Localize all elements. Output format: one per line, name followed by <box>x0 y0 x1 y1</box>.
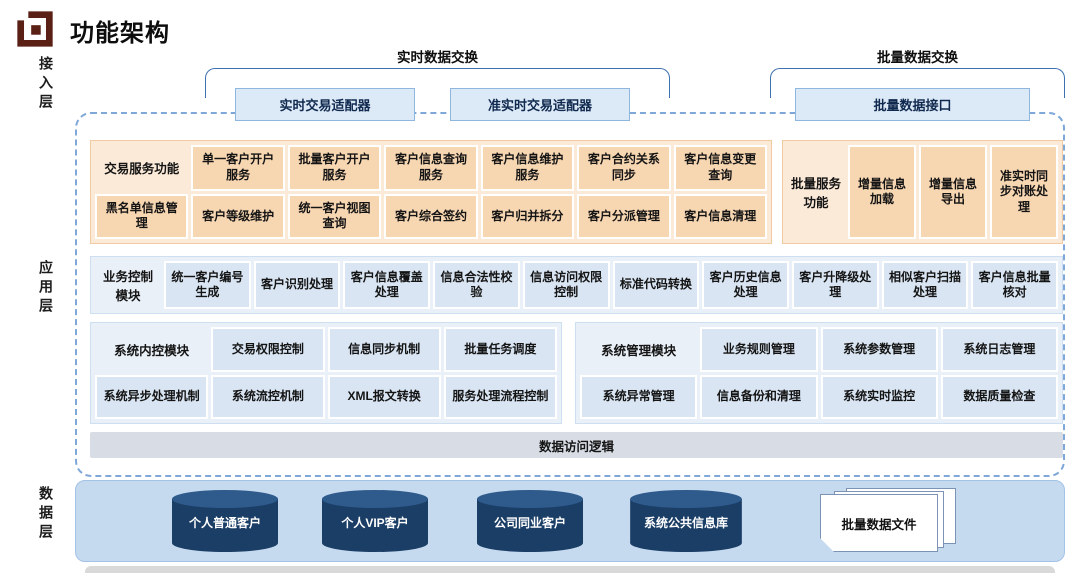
database-label: 系统公共信息库 <box>643 516 728 531</box>
service-box: 客户归并拆分 <box>480 193 575 239</box>
service-box: 增量信息导出 <box>919 145 987 239</box>
module-box: 标准代码转换 <box>612 261 700 309</box>
module-box: 系统实时监控 <box>820 374 938 419</box>
module-box: 客户历史信息处理 <box>702 261 789 309</box>
adapter-realtime: 实时交易适配器 <box>235 88 415 121</box>
module-box: 客户升降级处理 <box>791 261 879 309</box>
service-box: 客户信息查询服务 <box>384 145 478 191</box>
layer-label-data: 数据层 <box>38 486 54 543</box>
module-box: 信息备份和清理 <box>700 374 818 419</box>
service-box: 批量客户开户服务 <box>287 145 382 191</box>
business-control-group: 业务控制模块 统一客户编号生成 客户识别处理 客户信息覆盖处理 信息合法性校验 … <box>90 256 1063 314</box>
module-box: 系统参数管理 <box>820 327 938 372</box>
module-box: 系统异常管理 <box>580 374 698 419</box>
database-icon <box>172 490 278 552</box>
database-label: 个人VIP客户 <box>341 516 409 531</box>
realtime-exchange-bracket <box>205 68 670 98</box>
bottom-layer-strip <box>85 566 1055 573</box>
database-label: 公司同业客户 <box>493 516 566 531</box>
database-cylinder: 个人VIP客户 <box>319 489 431 553</box>
system-management-group: 系统管理模块 业务规则管理 系统参数管理 系统日志管理 系统异常管理 信息备份和… <box>575 322 1063 424</box>
module-box: 交易权限控制 <box>211 327 325 372</box>
group-label-system-management: 系统管理模块 <box>601 343 677 358</box>
module-box: 客户识别处理 <box>253 261 341 309</box>
module-box: 信息合法性校验 <box>433 261 520 309</box>
database-label: 个人普通客户 <box>188 516 261 531</box>
service-box: 客户信息维护服务 <box>480 145 575 191</box>
database-icon <box>477 490 583 552</box>
module-box: 业务规则管理 <box>700 327 818 372</box>
adapter-quasi-realtime: 准实时交易适配器 <box>450 88 630 121</box>
batch-file-icon: 批量数据文件 <box>820 494 938 552</box>
batch-exchange-label: 批量数据交换 <box>877 50 958 65</box>
group-label-business-control: 业务控制模块 <box>102 270 153 303</box>
module-box: XML报文转换 <box>327 374 441 419</box>
module-box: 客户信息批量核对 <box>971 261 1059 309</box>
database-icon <box>322 490 428 552</box>
service-box: 统一客户视图查询 <box>287 193 382 239</box>
logo-icon <box>14 8 56 50</box>
module-box: 信息访问权限控制 <box>522 261 610 309</box>
database-cylinder: 公司同业客户 <box>474 489 586 553</box>
group-label-system-internal: 系统内控模块 <box>114 343 190 358</box>
adapter-batch-interface: 批量数据接口 <box>795 88 1030 121</box>
service-box: 增量信息加载 <box>848 145 916 239</box>
service-box: 客户综合签约 <box>384 193 478 239</box>
service-box: 客户信息清理 <box>673 193 767 239</box>
group-label-transaction-services: 交易服务功能 <box>104 162 180 177</box>
batch-file-label: 批量数据文件 <box>841 517 917 532</box>
module-box: 服务处理流程控制 <box>443 374 557 419</box>
transaction-services-group: 交易服务功能 单一客户开户服务 批量客户开户服务 客户信息查询服务 客户信息维护… <box>90 140 772 244</box>
module-box: 批量任务调度 <box>443 327 557 372</box>
service-box: 客户信息变更查询 <box>673 145 767 191</box>
layer-label-access: 接入层 <box>38 56 54 113</box>
module-box: 相似客户扫描处理 <box>881 261 969 309</box>
service-box: 客户分派管理 <box>577 193 671 239</box>
database-cylinder: 个人普通客户 <box>169 489 281 553</box>
data-access-logic-bar: 数据访问逻辑 <box>90 432 1063 458</box>
service-box: 黑名单信息管理 <box>95 193 189 239</box>
module-box: 信息同步机制 <box>327 327 441 372</box>
module-box: 统一客户编号生成 <box>164 261 251 309</box>
module-box: 客户信息覆盖处理 <box>343 261 431 309</box>
group-label-batch-services: 批量服务功能 <box>790 177 841 210</box>
module-box: 系统日志管理 <box>940 327 1058 372</box>
batch-services-group: 批量服务功能 增量信息加载 增量信息导出 准实时同步对账处理 <box>782 140 1063 244</box>
realtime-exchange-label: 实时数据交换 <box>397 50 478 65</box>
service-box: 客户合约关系同步 <box>577 145 671 191</box>
batch-exchange-bracket <box>770 68 1065 98</box>
system-internal-group: 系统内控模块 交易权限控制 信息同步机制 批量任务调度 系统异步处理机制 系统流… <box>90 322 562 424</box>
page-title: 功能架构 <box>70 20 170 47</box>
service-box: 单一客户开户服务 <box>191 145 285 191</box>
layer-label-application: 应用层 <box>38 260 54 317</box>
service-box: 准实时同步对账处理 <box>990 145 1058 239</box>
database-icon <box>630 490 742 552</box>
module-box: 数据质量检查 <box>940 374 1058 419</box>
database-cylinder: 系统公共信息库 <box>627 489 745 553</box>
module-box: 系统流控机制 <box>211 374 325 419</box>
service-box: 客户等级维护 <box>191 193 285 239</box>
module-box: 系统异步处理机制 <box>95 374 209 419</box>
